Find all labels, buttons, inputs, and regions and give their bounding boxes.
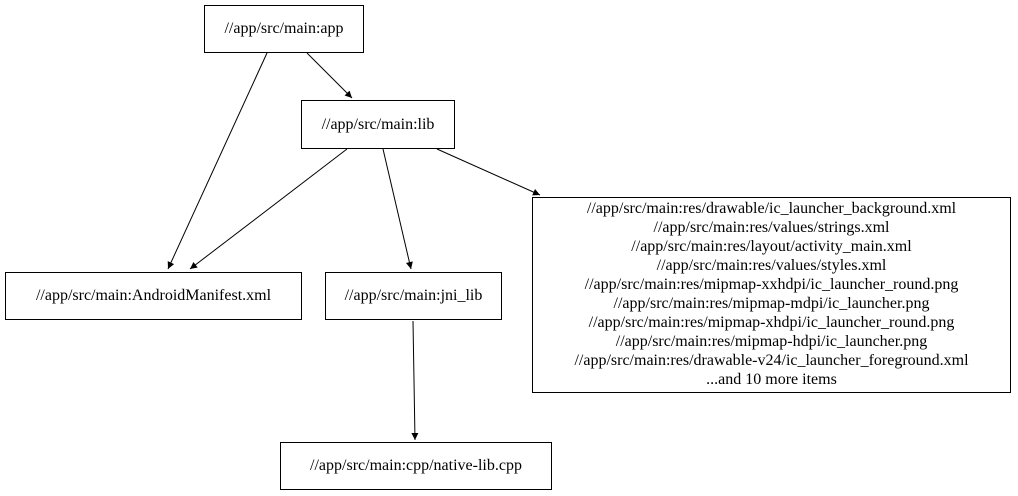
graph-node-app-label: //app/src/main:app bbox=[224, 20, 344, 37]
graph-node-native-lib-cpp-label: //app/src/main:cpp/native-lib.cpp bbox=[310, 457, 522, 474]
resource-file-line: //app/src/main:res/mipmap-hdpi/ic_launch… bbox=[615, 332, 928, 350]
resource-file-line: //app/src/main:res/drawable/ic_launcher_… bbox=[586, 200, 957, 218]
resource-file-line: //app/src/main:res/mipmap-xhdpi/ic_launc… bbox=[588, 313, 955, 331]
resource-file-line: //app/src/main:res/mipmap-xxhdpi/ic_laun… bbox=[584, 276, 959, 294]
graph-node-resource-files-group: //app/src/main:res/drawable/ic_launcher_… bbox=[532, 197, 1011, 393]
graph-node-app: //app/src/main:app bbox=[204, 5, 364, 53]
graph-node-lib-label: //app/src/main:lib bbox=[321, 115, 435, 133]
graph-node-android-manifest: //app/src/main:AndroidManifest.xml bbox=[5, 272, 302, 320]
more-items-ellipsis-label: ...and 10 more items bbox=[706, 370, 837, 388]
edge-app-to-manifest bbox=[167, 52, 268, 270]
edge-lib-to-res-group bbox=[436, 148, 541, 196]
resource-file-line: //app/src/main:res/values/styles.xml bbox=[656, 257, 887, 275]
graph-node-jni-lib-label: //app/src/main:jni_lib bbox=[344, 287, 483, 304]
edge-lib-to-jni-lib bbox=[382, 148, 413, 270]
edge-jni-lib-to-native bbox=[411, 320, 419, 441]
graph-node-android-manifest-label: //app/src/main:AndroidManifest.xml bbox=[35, 287, 272, 304]
graph-node-lib: //app/src/main:lib bbox=[301, 100, 455, 149]
edge-app-to-lib bbox=[306, 52, 353, 99]
resource-file-line: //app/src/main:res/mipmap-mdpi/ic_launch… bbox=[613, 295, 930, 312]
resource-file-line: //app/src/main:res/drawable-v24/ic_launc… bbox=[574, 351, 969, 369]
graph-node-native-lib-cpp: //app/src/main:cpp/native-lib.cpp bbox=[280, 442, 552, 490]
resource-file-line: //app/src/main:res/values/strings.xml bbox=[653, 219, 890, 237]
resource-file-line: //app/src/main:res/layout/activity_main.… bbox=[631, 238, 912, 256]
graph-node-jni-lib: //app/src/main:jni_lib bbox=[325, 272, 502, 320]
edge-lib-to-manifest bbox=[189, 148, 348, 270]
